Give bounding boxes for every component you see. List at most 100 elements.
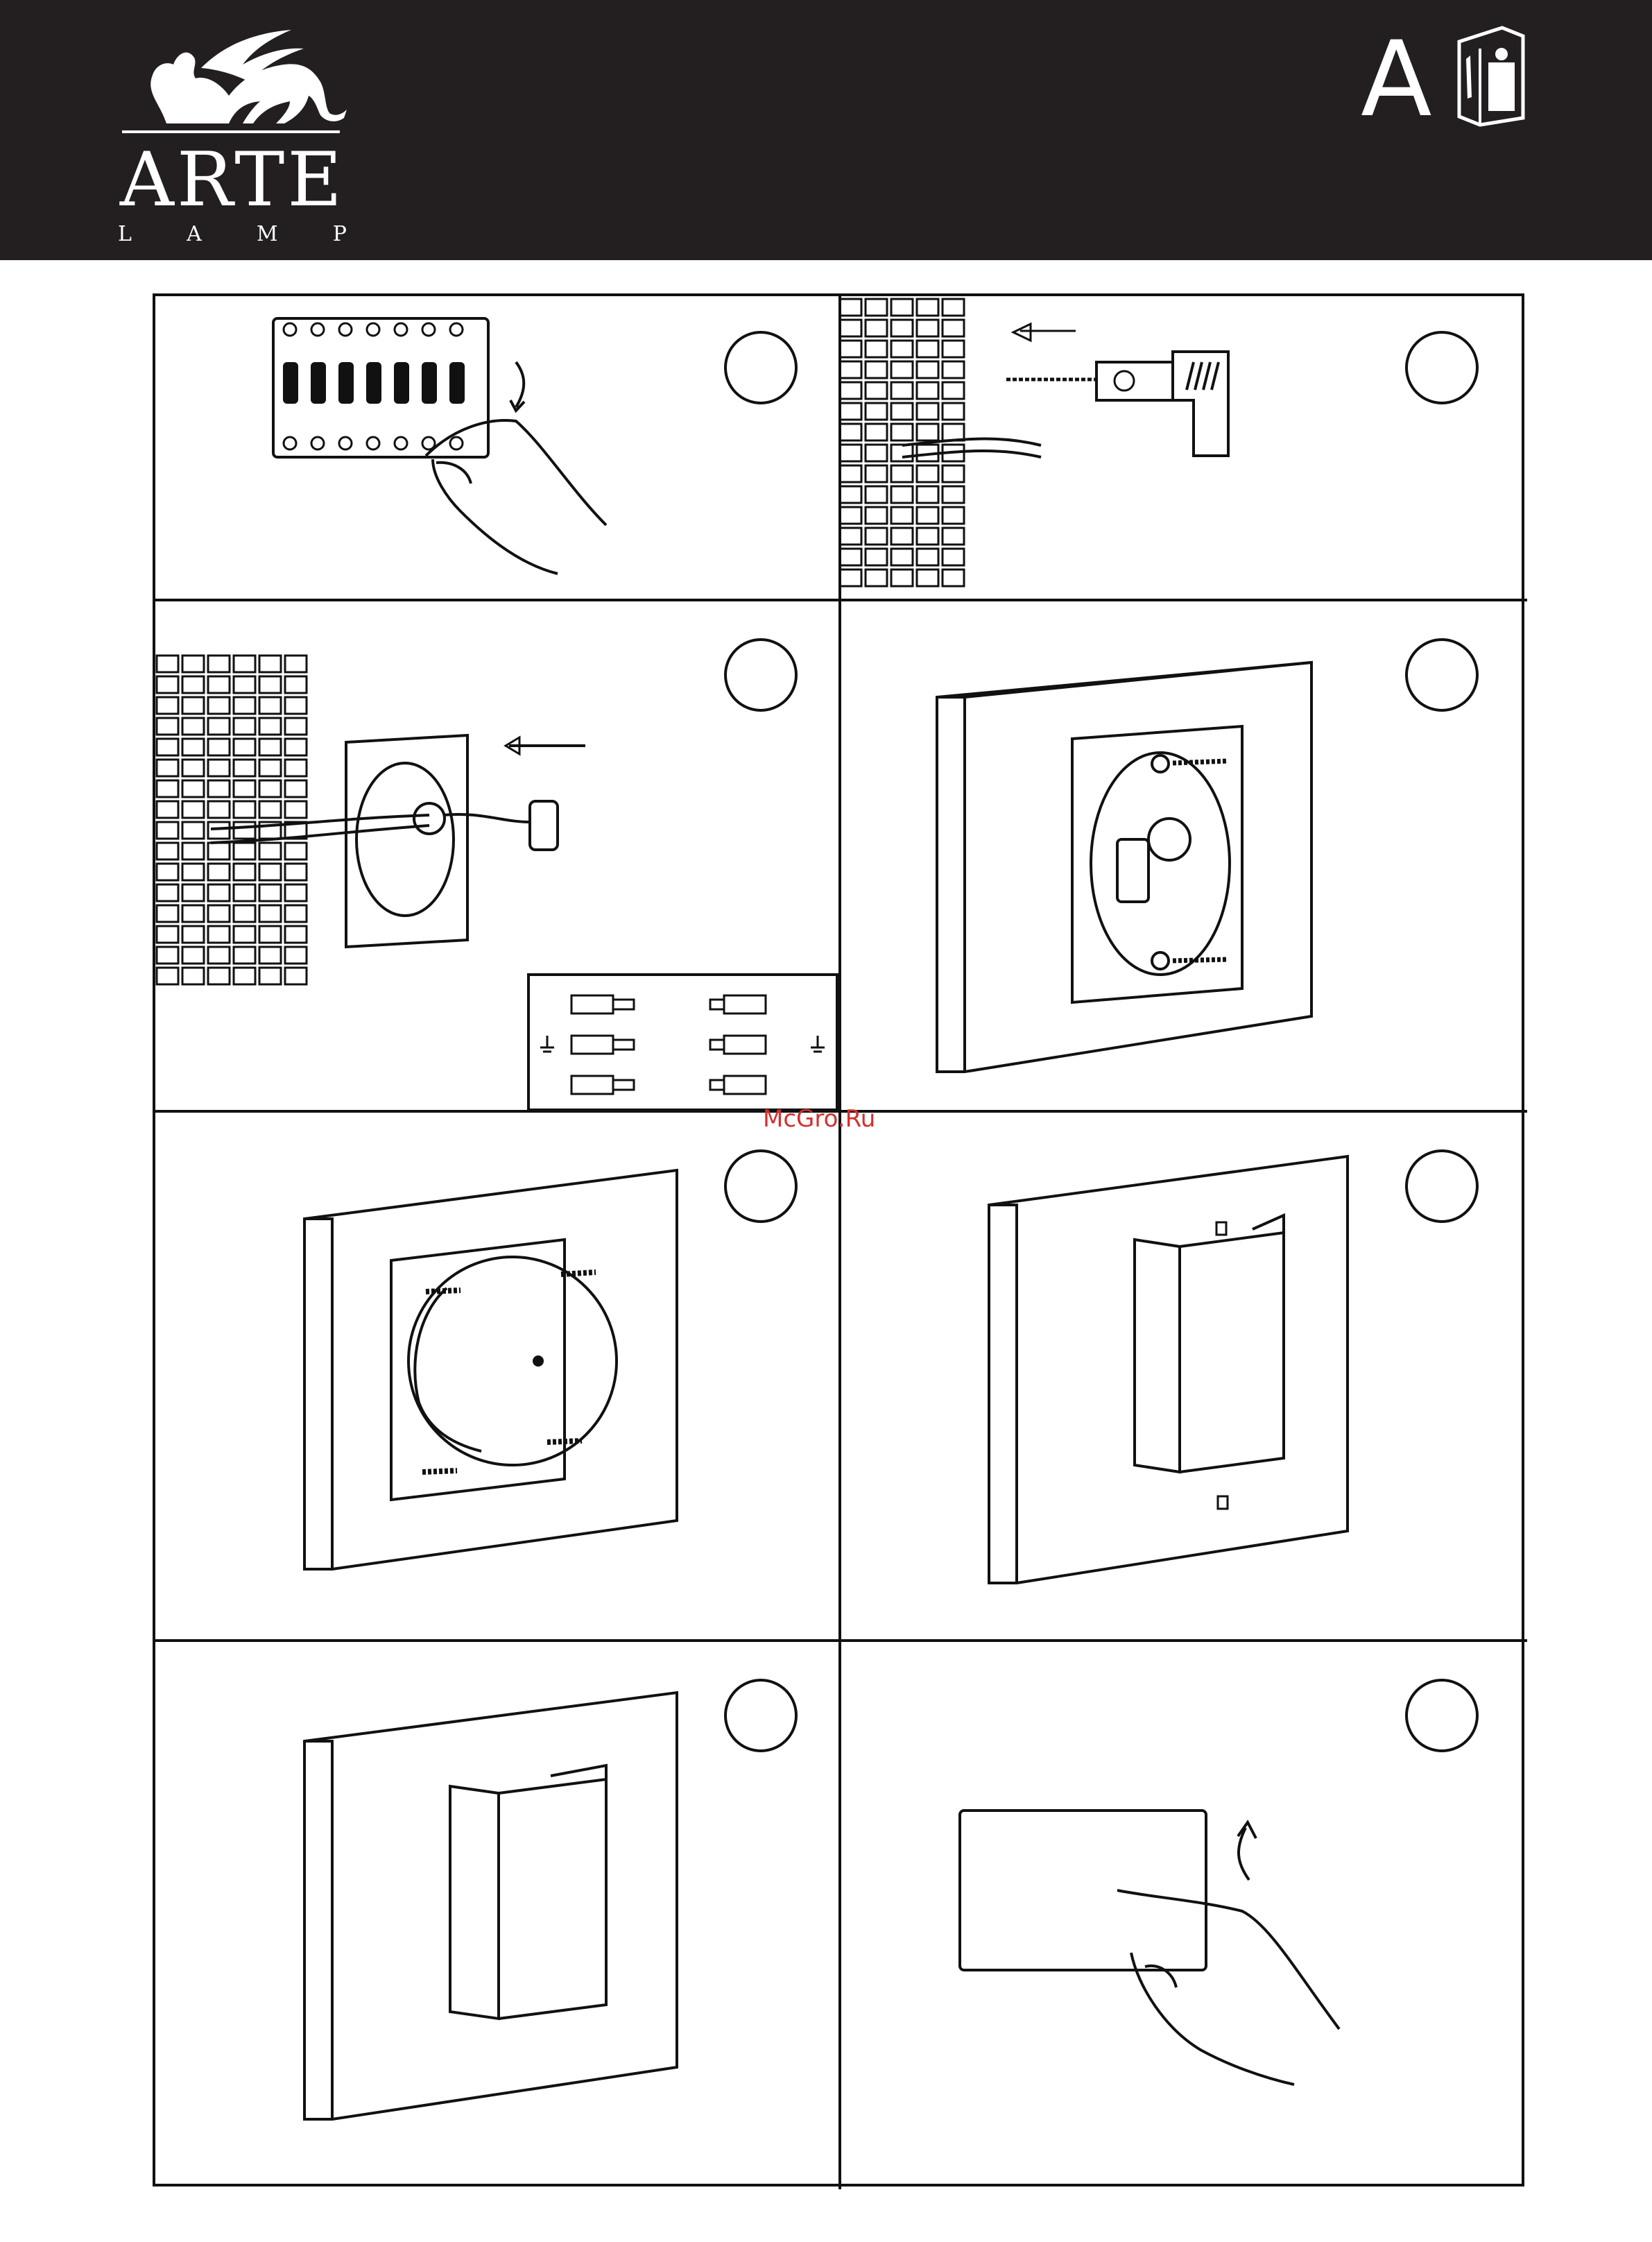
wall-brick xyxy=(866,465,887,482)
terminal-screw-icon xyxy=(284,437,296,450)
wall-brick xyxy=(891,403,913,420)
wall-brick xyxy=(840,528,861,545)
wall-brick xyxy=(891,361,913,378)
wall-brick xyxy=(943,528,964,545)
drilling-illustration xyxy=(840,296,1527,600)
wall-brick xyxy=(840,486,861,503)
step-6-panel xyxy=(840,1111,1527,1641)
terminal-screw-icon xyxy=(367,437,379,450)
step-4-panel xyxy=(840,600,1527,1111)
breaker-switch xyxy=(338,362,354,404)
brand-sub-letter: L xyxy=(118,222,132,246)
wall-brick xyxy=(943,424,964,440)
brand-sub-letter: A xyxy=(187,222,202,246)
wall-brick xyxy=(866,299,887,316)
manual-book-icon xyxy=(1454,21,1530,125)
wall-brick xyxy=(943,382,964,399)
brand-rule xyxy=(122,130,340,133)
step-2-panel xyxy=(840,296,1527,600)
wall-brick xyxy=(840,507,861,524)
wall-brick xyxy=(866,361,887,378)
wall-brick xyxy=(840,465,861,482)
terminal-screw-icon xyxy=(395,437,407,450)
wall-brick xyxy=(891,507,913,524)
brand-logo: ARTE L A M P xyxy=(118,26,354,248)
wall-brick xyxy=(943,299,964,316)
wall-brick xyxy=(866,320,887,336)
wall-brick xyxy=(866,549,887,565)
wall-brick xyxy=(943,486,964,503)
wall-brick xyxy=(891,445,913,461)
wall-brick xyxy=(943,465,964,482)
wall-brick xyxy=(891,320,913,336)
wall-brick xyxy=(917,361,938,378)
shade-fit-illustration xyxy=(840,1111,1527,1641)
wall-brick xyxy=(917,382,938,399)
wall-brick xyxy=(943,507,964,524)
brand-name: ARTE xyxy=(118,143,347,218)
wall-brick xyxy=(840,320,861,336)
wall-brick xyxy=(866,403,887,420)
wall-brick xyxy=(943,361,964,378)
header-bar: ARTE L A M P A xyxy=(0,0,1652,260)
wiring-legend xyxy=(155,600,840,1111)
wall-brick xyxy=(917,465,938,482)
wall-brick xyxy=(917,507,938,524)
breaker-switch xyxy=(449,362,465,404)
terminal-screw-icon xyxy=(311,323,324,336)
wall-brick xyxy=(866,341,887,357)
wall-brick xyxy=(840,382,861,399)
step-8-panel xyxy=(840,1641,1527,2189)
step-3-panel xyxy=(155,600,840,1111)
terminal-screw-icon xyxy=(450,437,463,450)
breaker-switch xyxy=(422,362,437,404)
assembled-lamp-illustration xyxy=(155,1641,840,2189)
terminal-screw-icon xyxy=(450,323,463,336)
breaker-switch xyxy=(366,362,381,404)
wall-brick xyxy=(917,320,938,336)
step-1-panel xyxy=(155,296,840,600)
wall-brick xyxy=(891,549,913,565)
brand-sub-letter: M xyxy=(257,222,278,246)
terminal-screw-icon xyxy=(311,437,324,450)
wall-brick xyxy=(840,341,861,357)
wall-brick xyxy=(943,341,964,357)
terminal-screw-icon xyxy=(339,323,352,336)
wall-brick xyxy=(866,528,887,545)
breaker-off-illustration xyxy=(155,296,840,600)
wall-brick xyxy=(840,445,861,461)
wall-brick xyxy=(866,570,887,586)
step-7-panel xyxy=(155,1641,840,2189)
wall-brick xyxy=(891,341,913,357)
lamp-body-illustration xyxy=(155,1111,840,1641)
wall-brick xyxy=(943,549,964,565)
wall-brick xyxy=(891,299,913,316)
wall-brick xyxy=(943,403,964,420)
brand-subtitle: L A M P xyxy=(118,222,347,246)
breaker-switch xyxy=(283,362,298,404)
wall-brick xyxy=(917,424,938,440)
wall-brick xyxy=(840,424,861,440)
watermark-text: McGro.Ru xyxy=(763,1105,875,1133)
wall-brick xyxy=(917,549,938,565)
section-letter: A xyxy=(1361,28,1432,132)
wall-brick xyxy=(866,382,887,399)
breaker-switch xyxy=(394,362,409,404)
wall-brick xyxy=(917,570,938,586)
breaker-switch xyxy=(311,362,326,404)
plate-mount-illustration xyxy=(840,600,1527,1111)
wall-brick xyxy=(840,299,861,316)
wall-brick xyxy=(891,424,913,440)
terminal-screw-icon xyxy=(284,323,296,336)
breaker-on-illustration xyxy=(840,1641,1527,2189)
wall-brick xyxy=(943,320,964,336)
wall-brick xyxy=(917,486,938,503)
step-5-panel xyxy=(155,1111,840,1641)
wall-brick xyxy=(891,486,913,503)
terminal-screw-icon xyxy=(395,323,407,336)
wall-brick xyxy=(891,382,913,399)
instruction-grid xyxy=(153,293,1524,2187)
wall-brick xyxy=(943,570,964,586)
terminal-screw-icon xyxy=(339,437,352,450)
wall-brick xyxy=(917,528,938,545)
